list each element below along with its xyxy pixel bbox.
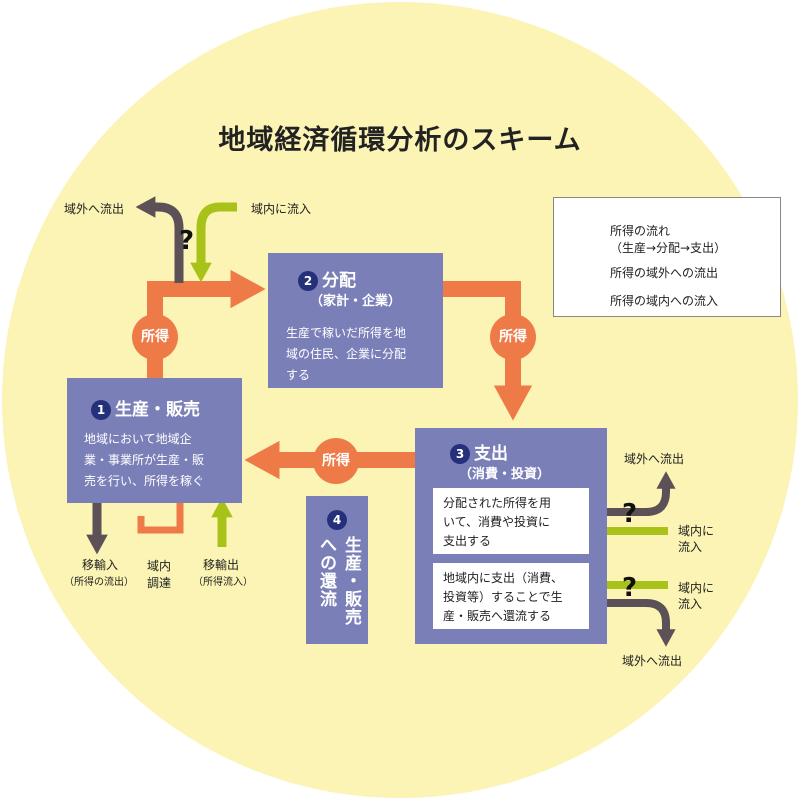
expenditure-title: 支出 xyxy=(474,444,508,464)
inflow-label-right-top: 域内に 流入 xyxy=(678,523,714,555)
local-procurement-line: 域内 xyxy=(147,559,172,573)
income-label-left: 所得 xyxy=(132,314,178,360)
production-title: 生産・販売 xyxy=(115,400,200,420)
inflow-label-right-bottom: 域内に 流入 xyxy=(678,580,714,612)
outflow-label-top: 域外へ流出 xyxy=(64,202,125,216)
distribution-description: 生産で稼いだ所得を地 域の住民、企業に分配 する xyxy=(286,323,406,386)
expenditure-inner-bottom: 地域内に支出（消費、 投資等）することで生 産・販売へ還流する xyxy=(433,563,589,629)
expenditure-bottom-line: 地域内に支出（消費、 xyxy=(443,571,564,585)
expenditure-bottom-line: 投資等）することで生 xyxy=(443,590,563,604)
export-main: 移輸出 xyxy=(203,558,240,572)
expenditure-subtitle: （消費・投資） xyxy=(459,467,551,482)
production-desc-line: 業・事業所が生産・販 xyxy=(84,453,205,467)
production-desc-line: 売を行い、所得を稼ぐ xyxy=(84,474,205,488)
legend-income-sub: （生産→分配→支出） xyxy=(610,241,727,255)
legend-income-label: 所得の流れ xyxy=(610,224,671,238)
income-label-bottom: 所得 xyxy=(313,438,359,484)
outflow-label-right-top: 域外へ流出 xyxy=(624,452,685,466)
number-badge-3: 3 xyxy=(450,444,470,464)
outflow-arrow-right-top xyxy=(590,471,676,516)
inflow-right-line: 流入 xyxy=(678,597,703,611)
distribution-desc-line: する xyxy=(286,368,311,382)
return-flow-box: 4 生産・販売への還流 xyxy=(306,496,368,644)
outflow-arrow-top xyxy=(135,196,184,283)
production-description: 地域において地域企 業・事業所が生産・販 売を行い、所得を稼ぐ xyxy=(84,429,204,492)
number-badge-2: 2 xyxy=(298,271,318,291)
return-flow-label: 生産・販売への還流 xyxy=(316,536,361,626)
import-label: 移輸入 （所得の流出） xyxy=(64,556,134,588)
question-mark-right-top: ? xyxy=(622,499,638,529)
question-mark-top: ? xyxy=(179,226,195,256)
expenditure-top-line: いて、消費や投資に xyxy=(443,515,551,529)
expenditure-bottom-line: 産・販売へ還流する xyxy=(443,609,552,623)
inflow-right-line: 域内に xyxy=(678,524,715,538)
distribution-desc-line: 域の住民、企業に分配 xyxy=(286,347,407,361)
distribution-subtitle: （家計・企業） xyxy=(310,294,402,309)
legend-item-outflow: 所得の域外への流出 xyxy=(610,266,719,280)
expenditure-inner-top: 分配された所得を用 いて、消費や投資に 支出する xyxy=(433,488,589,554)
legend-item-inflow: 所得の域内への流入 xyxy=(610,294,719,308)
outflow-label-right-bottom: 域外へ流出 xyxy=(622,654,683,668)
distribution-desc-line: 生産で稼いだ所得を地 xyxy=(286,326,407,340)
distribution-title: 分配 xyxy=(322,271,356,291)
expenditure-top-line: 分配された所得を用 xyxy=(443,496,552,510)
number-badge-4: 4 xyxy=(327,510,347,530)
expenditure-top-line: 支出する xyxy=(443,534,492,548)
income-label-right: 所得 xyxy=(490,314,536,360)
import-sub: （所得の流出） xyxy=(64,577,134,588)
question-mark-right-bottom: ? xyxy=(622,573,638,603)
legend-item-income: 所得の流れ （生産→分配→支出） xyxy=(610,223,726,257)
local-procurement-label: 域内 調達 xyxy=(147,558,171,592)
export-label: 移輸出 （所得流入） xyxy=(193,556,253,588)
inflow-label-top: 域内に流入 xyxy=(251,202,312,216)
local-procurement-loop xyxy=(137,503,184,534)
export-sub: （所得流入） xyxy=(193,577,253,588)
production-desc-line: 地域において地域企 xyxy=(84,432,192,446)
diagram-title: 地域経済循環分析のスキーム xyxy=(218,125,582,156)
import-main: 移輸入 xyxy=(82,558,119,572)
number-badge-1: 1 xyxy=(91,400,111,420)
inflow-arrow-top xyxy=(190,202,237,283)
outflow-arrow-right-bottom xyxy=(590,599,676,647)
local-procurement-line: 調達 xyxy=(147,576,172,590)
inflow-right-line: 流入 xyxy=(678,540,703,554)
inflow-right-line: 域内に xyxy=(678,581,715,595)
legend: 所得の流れ （生産→分配→支出） 所得の域外への流出 所得の域内への流入 xyxy=(553,197,781,317)
